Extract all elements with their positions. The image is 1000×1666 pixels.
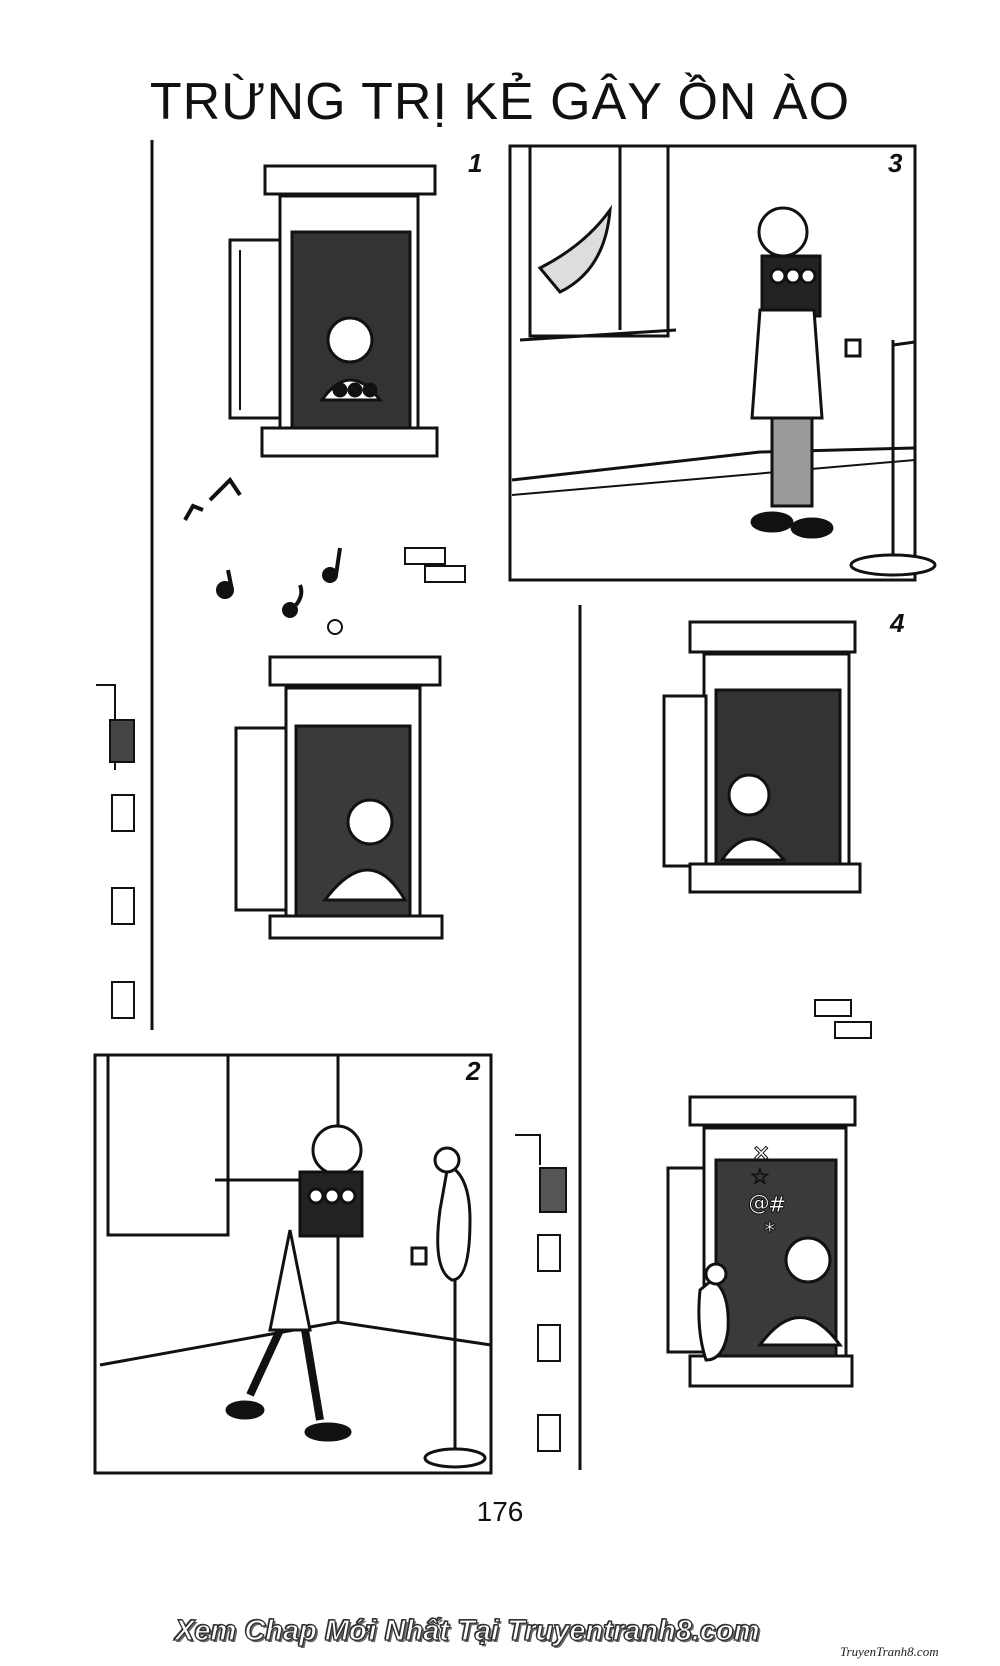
page-title: TRỪNG TRỊ KẺ GÂY ỒN ÀO [149,73,851,131]
wall-bricks [404,547,872,1039]
panel-1-window [228,164,439,458]
music-notes [183,476,343,635]
panel-3-frame [508,144,917,582]
grawlix-3: @ [748,1191,770,1216]
panel-number-3: 3 [888,148,903,178]
left-building-windows [96,684,135,1019]
panel-3-art [511,144,937,577]
grawlix-2: ☆ [750,1165,770,1190]
panel-2-art [99,1053,492,1469]
panel-number-4: 4 [889,608,905,638]
grawlix-5: * [764,1219,776,1244]
page-number: 176 [476,1496,524,1527]
panel-4-window [662,620,862,894]
panel-number-2: 2 [465,1056,481,1086]
grawlix-4: # [768,1193,786,1218]
watermark-text: Xem Chap Mới Nhất Tại Truyentranh8.com [174,1614,760,1647]
grawlix-1: × [752,1141,770,1166]
brand-logo-text: TruyenTranh8.com [840,1644,939,1659]
right-building-windows [515,1134,567,1452]
parrot-window [666,1095,857,1388]
singer-window [234,655,444,940]
panel-number-1: 1 [468,148,482,178]
